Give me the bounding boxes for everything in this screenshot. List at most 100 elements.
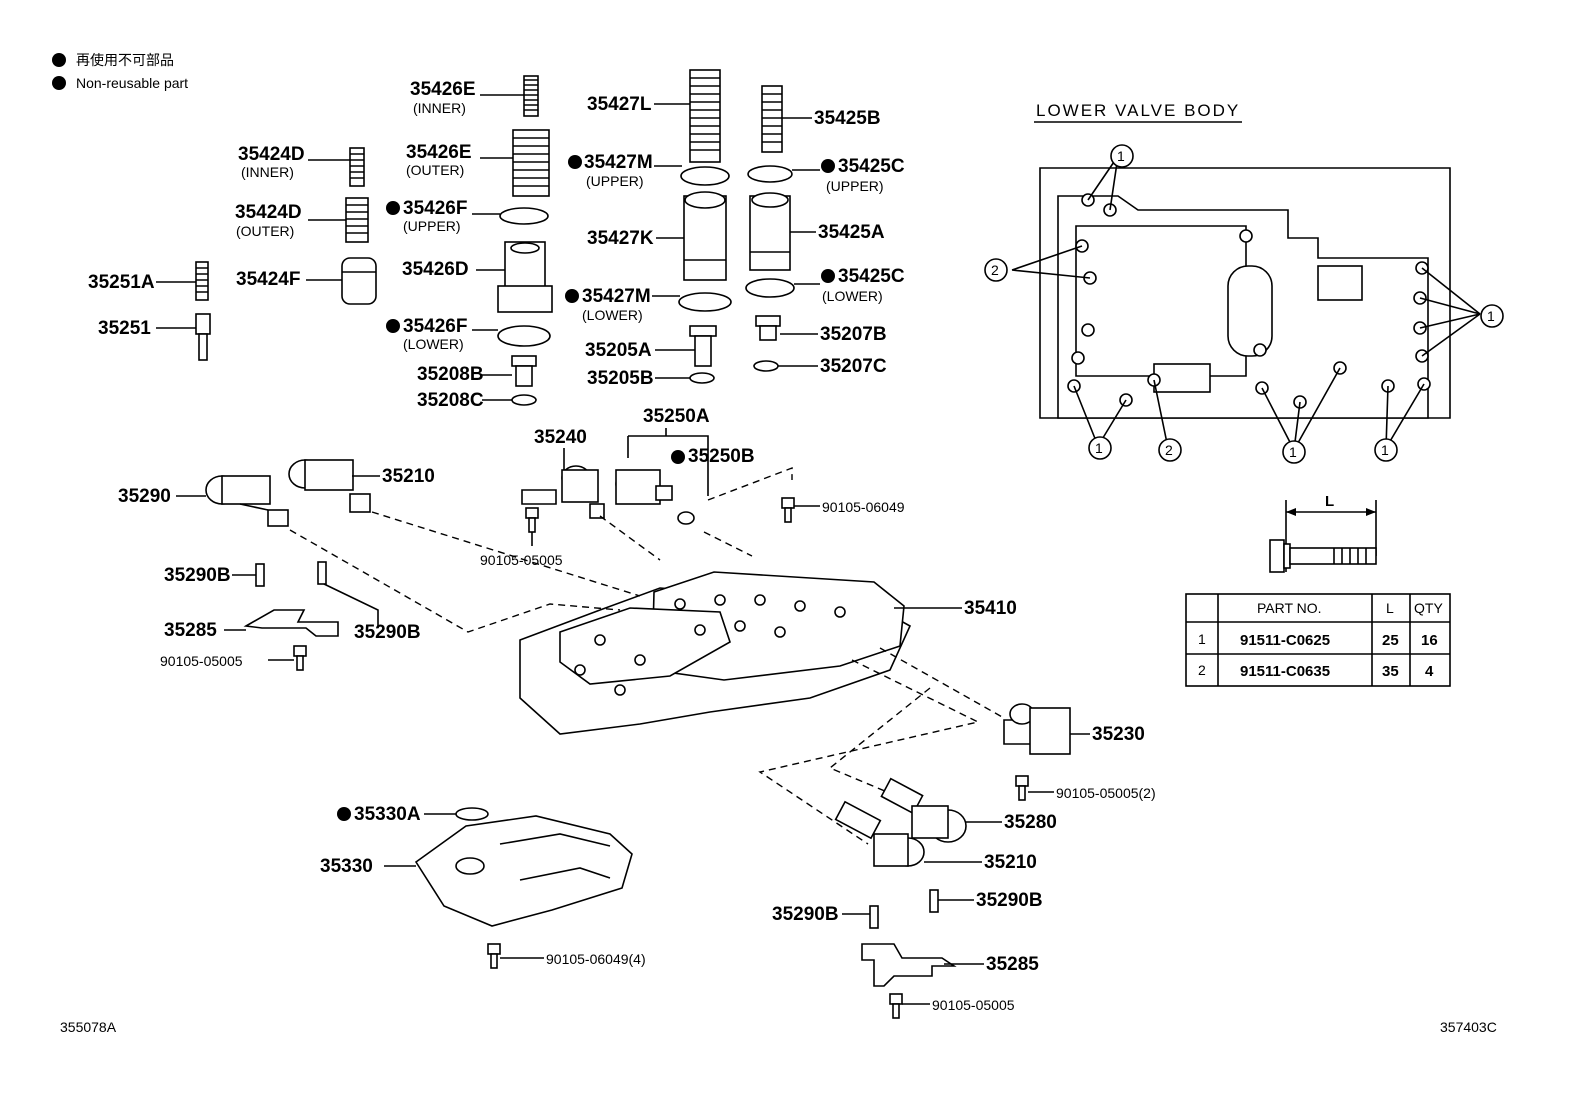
plug-35205A [655, 325, 717, 367]
table-cell: 91511-C0635 [1240, 663, 1330, 680]
label-35210-bottom: 35210 [984, 852, 1037, 873]
oil-strainer-35330 [384, 815, 633, 927]
label-35425C-upper: 35425C [838, 156, 905, 177]
label-35425C-lower: 35425C [838, 266, 905, 287]
table-header-qty: QTY [1414, 600, 1443, 616]
legend: 再使用不可部品 Non-reusable part [52, 52, 188, 91]
clip-35208C [511, 394, 537, 406]
label-35207C: 35207C [820, 356, 887, 377]
clip-35207C [753, 360, 779, 372]
label-inner-1: (INNER) [413, 100, 466, 116]
label-35424D-inner: 35424D [238, 144, 305, 165]
callout-2: 2 [991, 262, 999, 278]
label-35424F: 35424F [236, 269, 300, 290]
label-upper-2: (UPPER) [586, 173, 644, 189]
callout-circle [1374, 438, 1398, 462]
dashed-lines [289, 466, 1005, 845]
o-ring-35427M-lower [678, 292, 732, 312]
non-reusable-dot-icon [821, 269, 835, 283]
bracket-35285-right [861, 943, 984, 987]
table-cell: 4 [1425, 663, 1434, 680]
callout-1: 1 [1289, 444, 1297, 460]
o-ring-35426F-lower [497, 325, 551, 347]
label-35427M-lower: 35427M [582, 286, 651, 307]
solenoid-35240 [521, 448, 605, 519]
callout-circle [1088, 436, 1112, 460]
label-lower-2: (LOWER) [582, 307, 643, 323]
bolt-90105-05005-c [889, 993, 930, 1019]
bracket-35285-left [224, 609, 339, 637]
label-35285-left: 35285 [164, 620, 217, 641]
non-reusable-dot-icon [52, 53, 66, 67]
solenoid-35290 [176, 475, 289, 527]
callout-2: 2 [1165, 442, 1173, 458]
callout-1: 1 [1381, 442, 1389, 458]
callout-1: 1 [1487, 308, 1495, 324]
callout-circle [1480, 304, 1504, 328]
legend-en: Non-reusable part [76, 75, 188, 91]
table-cell: 91511-C0625 [1240, 632, 1330, 649]
label-lower-3: (LOWER) [822, 288, 883, 304]
spring-35424D-inner [308, 147, 365, 187]
label-35427K: 35427K [587, 228, 654, 249]
non-reusable-dot-icon [337, 807, 351, 821]
pin-35290B-left [255, 563, 265, 587]
sleeve-35425A [749, 192, 816, 271]
label-35251A: 35251A [88, 272, 155, 293]
ref-left: 355078A [60, 1019, 117, 1035]
callout-1: 1 [1117, 148, 1125, 164]
solenoid-35280 [880, 777, 1002, 843]
pin-35290B-right [929, 889, 939, 913]
clip-35205B [689, 372, 715, 384]
o-ring-35425C-lower [745, 278, 795, 298]
label-35240: 35240 [534, 427, 587, 448]
o-ring-35427M-upper [680, 166, 730, 186]
table-cell: 1 [1198, 631, 1206, 647]
label-inner-2: (INNER) [241, 164, 294, 180]
plug-35208B [482, 355, 537, 387]
callout-circle [1282, 440, 1306, 464]
label-35280: 35280 [1004, 812, 1057, 833]
label-35410: 35410 [964, 598, 1017, 619]
label-35290B-mid: 35290B [354, 622, 421, 643]
label-90105-06049-4: 90105-06049(4) [546, 951, 646, 967]
label-35426D: 35426D [402, 259, 469, 280]
label-upper-1: (UPPER) [403, 218, 461, 234]
pin-35290B-mid [317, 561, 327, 585]
label-35251: 35251 [98, 318, 151, 339]
table-header-part-no: PART NO. [1257, 600, 1322, 616]
callout-circle [1110, 144, 1134, 168]
label-35425A: 35425A [818, 222, 885, 243]
label-90105-05005-2: 90105-05005(2) [1056, 785, 1156, 801]
plunger-35426D [476, 241, 553, 313]
non-reusable-dot-icon [386, 201, 400, 215]
o-ring-35426F-upper [499, 207, 549, 225]
label-35208C: 35208C [417, 390, 484, 411]
label-90105-06049-top: 90105-06049 [822, 499, 905, 515]
label-35330A: 35330A [354, 804, 421, 825]
non-reusable-dot-icon [568, 155, 582, 169]
label-35290: 35290 [118, 486, 171, 507]
label-35426F-upper: 35426F [403, 198, 467, 219]
label-35330: 35330 [320, 856, 373, 877]
label-35290B-right: 35290B [976, 890, 1043, 911]
o-ring-35330A [455, 807, 489, 821]
label-35250B: 35250B [688, 446, 755, 467]
spring-35427L [654, 69, 721, 163]
label-35210-top: 35210 [382, 466, 435, 487]
non-reusable-dot-icon [52, 76, 66, 90]
valve-body-35410 [519, 571, 962, 735]
label-35425B: 35425B [814, 108, 881, 129]
non-reusable-dot-icon [821, 159, 835, 173]
spring-35425B [761, 85, 812, 153]
label-35208B: 35208B [417, 364, 484, 385]
legend-jp: 再使用不可部品 [76, 52, 174, 68]
label-35285-right: 35285 [986, 954, 1039, 975]
label-35205B: 35205B [587, 368, 654, 389]
callout-circle [984, 258, 1008, 282]
bolt-90105-05005-b [268, 645, 307, 671]
spring-35426E-outer [480, 129, 550, 197]
plug-35207B [755, 315, 818, 341]
label-35205A: 35205A [585, 340, 652, 361]
bolt-90105-05005-2 [1015, 775, 1054, 801]
